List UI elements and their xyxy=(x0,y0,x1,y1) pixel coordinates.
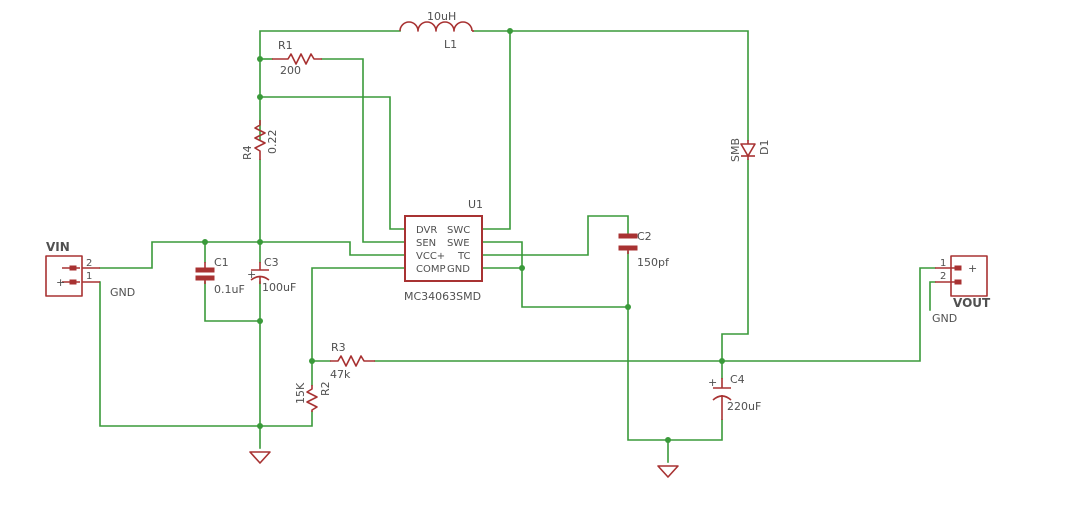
d1-ref: D1 xyxy=(758,140,771,155)
u1-pin-dvr: DVR xyxy=(416,225,437,236)
u1-pin-gnd: GND xyxy=(447,264,470,275)
vout-plus: + xyxy=(968,262,977,275)
inductor-l1: 10uH L1 xyxy=(399,10,474,51)
u1-pin-swc: SWC xyxy=(447,225,470,236)
c2-value: 150pf xyxy=(637,256,670,269)
ic-u1: U1 MC34063SMD DVR SEN VCC+ COMP SWC SWE … xyxy=(404,198,483,303)
capacitor-c2: C2 150pf xyxy=(618,230,670,269)
c3-value: 100uF xyxy=(262,281,296,294)
vout-pin1: 1 xyxy=(940,258,946,269)
vin-gnd-label: GND xyxy=(110,286,135,299)
capacitor-c3: + C3 100uF xyxy=(247,256,296,294)
c4-value: 220uF xyxy=(727,400,761,413)
capacitor-c4: + C4 220uF xyxy=(708,373,761,420)
r2-ref: R2 xyxy=(319,381,332,396)
r4-ref: R4 xyxy=(241,145,254,160)
capacitor-c1: C1 0.1uF xyxy=(195,256,245,296)
c3-ref: C3 xyxy=(264,256,279,269)
vin-pin1: 1 xyxy=(86,271,92,282)
r1-value: 200 xyxy=(280,64,301,77)
l1-value: 10uH xyxy=(427,10,456,23)
c4-plus: + xyxy=(708,376,717,389)
c4-ref: C4 xyxy=(730,373,745,386)
resistor-r3: R3 47k xyxy=(330,341,375,381)
resistor-r1: R1 200 xyxy=(272,39,322,77)
c1-value: 0.1uF xyxy=(214,283,245,296)
junctions xyxy=(202,28,725,443)
c2-ref: C2 xyxy=(637,230,652,243)
resistor-r4: R4 0.22 xyxy=(241,120,279,160)
diode-d1: D1 SMB xyxy=(729,138,771,162)
u1-pin-sen: SEN xyxy=(416,238,436,249)
vin-pin2: 2 xyxy=(86,258,92,269)
resistor-r2: 15K R2 xyxy=(294,381,332,412)
u1-pin-tc: TC xyxy=(457,251,471,262)
ground-symbol-right xyxy=(657,465,679,478)
r1-ref: R1 xyxy=(278,39,293,52)
u1-ref: U1 xyxy=(468,198,483,211)
l1-ref: L1 xyxy=(444,38,457,51)
connector-vout: + 1 2 VOUT GND xyxy=(932,255,991,325)
c1-ref: C1 xyxy=(214,256,229,269)
vin-ref: VIN xyxy=(46,240,70,254)
vout-ref: VOUT xyxy=(953,296,991,310)
r3-value: 47k xyxy=(330,368,351,381)
vout-gnd-label: GND xyxy=(932,312,957,325)
u1-pin-comp: COMP xyxy=(416,264,446,275)
d1-value: SMB xyxy=(729,138,742,162)
r3-ref: R3 xyxy=(331,341,346,354)
wires xyxy=(99,30,936,463)
u1-pin-vcc: VCC+ xyxy=(416,251,445,262)
ground-symbol-left xyxy=(249,451,271,464)
r4-value: 0.22 xyxy=(266,130,279,155)
u1-pin-swe: SWE xyxy=(447,238,470,249)
vin-plus: + xyxy=(56,276,65,289)
vout-pin2: 2 xyxy=(940,271,946,282)
r2-value: 15K xyxy=(294,382,307,404)
c3-plus: + xyxy=(247,268,256,281)
connector-vin: + VIN 2 1 GND xyxy=(45,240,135,299)
u1-value: MC34063SMD xyxy=(404,290,481,303)
